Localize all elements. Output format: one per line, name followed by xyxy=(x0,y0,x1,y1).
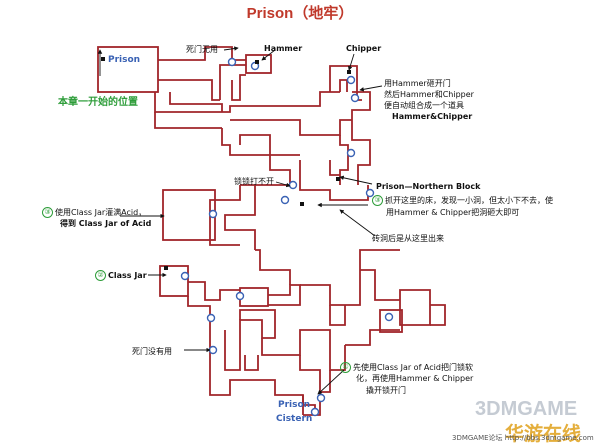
doors xyxy=(180,57,394,417)
door-circle-icon xyxy=(280,195,290,205)
footer-credit: 3DMGAME论坛 http://bbs.3dmgame.com xyxy=(452,434,594,442)
item-marker-icon xyxy=(101,57,105,61)
arrow-icon xyxy=(223,46,239,51)
door-circle-icon xyxy=(310,407,320,417)
note-hole-text1: 抓开这里的床，发现一小洞，但太小下不去，使 xyxy=(385,196,553,205)
northern-block xyxy=(299,160,369,201)
northern-block-label: Prison—Northern Block xyxy=(376,182,481,191)
item-marker-icon xyxy=(164,266,168,270)
arrow-icon xyxy=(359,85,383,92)
item-marker-icon xyxy=(336,177,340,181)
right-column xyxy=(339,135,349,185)
step4-text1: 先使用Class Jar of Acid把门锁软 xyxy=(353,363,473,372)
step4-marker: ④ xyxy=(340,362,351,373)
prison-cistern-line2: Cistern xyxy=(276,414,313,424)
watermark-cn: 华游在线 xyxy=(505,422,581,445)
step3-marker-right: ③ xyxy=(372,195,383,206)
arrow-icon xyxy=(261,49,276,61)
hammer-label: Hammer xyxy=(264,44,303,53)
watermark-brand: 3DMGAME xyxy=(475,398,577,420)
arrow-icon xyxy=(339,209,376,237)
class-jar-room xyxy=(159,265,189,297)
arrow-icon xyxy=(347,53,355,71)
dead-door-top-label: 死门无用 xyxy=(186,45,218,54)
chipper-room xyxy=(329,65,358,92)
acid-room xyxy=(162,189,216,241)
cistern-corridor xyxy=(320,370,331,393)
class-jar-label: Class Jar xyxy=(108,271,147,280)
door-circle-icon xyxy=(365,188,375,198)
center-vertical xyxy=(209,185,241,246)
door-circle-icon xyxy=(384,312,394,322)
door-circle-icon xyxy=(208,345,218,355)
step4-line2: 化，再使用Hammer & Chipper xyxy=(356,374,474,383)
step3-text1: 使用Class Jar灌满Acid， xyxy=(55,208,147,217)
door-circle-icon xyxy=(350,93,360,103)
door-circle-icon xyxy=(235,291,245,301)
page-title: Prison（地牢） xyxy=(246,5,354,22)
door-circle-icon xyxy=(346,75,356,85)
step3-marker: ③ xyxy=(42,207,53,218)
door-circle-icon xyxy=(180,271,190,281)
step3-line2: 得到 Class Jar of Acid xyxy=(60,219,152,228)
arrow-icon xyxy=(339,175,373,185)
step2-marker: ② xyxy=(95,270,106,281)
arrow-icon xyxy=(317,369,345,395)
item-markers xyxy=(101,57,351,270)
door-circle-icon xyxy=(316,393,326,403)
chipper-label: Chipper xyxy=(346,44,382,53)
pointer-arrows xyxy=(97,46,383,395)
prison-start-label: Prison xyxy=(108,55,141,65)
top-corridor xyxy=(154,91,340,113)
hammer-room xyxy=(245,54,272,74)
dead-door-bottom-label: 死门没有用 xyxy=(132,347,172,356)
door-circle-icon xyxy=(208,209,218,219)
prison-cistern-line1: Prison xyxy=(278,400,311,410)
item-marker-icon xyxy=(347,70,351,74)
door-circle-icon xyxy=(346,148,356,158)
step4-line3: 撬开锁开门 xyxy=(366,386,406,395)
lower-left-maze xyxy=(209,330,304,415)
note-hammer-line3: 便自动组合成一个道具 xyxy=(384,101,464,110)
item-marker-icon xyxy=(300,202,304,206)
note-hammer-line2: 然后Hammer和Chipper xyxy=(384,90,474,99)
door-circle-icon xyxy=(288,180,298,190)
note-hammer-line1: 用Hammer砸开门 xyxy=(384,79,451,88)
exit-here-label: 砖洞后是从这里出来 xyxy=(372,234,444,243)
right-small-room xyxy=(379,309,403,333)
item-marker-icon xyxy=(255,60,259,64)
start-room xyxy=(97,46,159,93)
arrow-icon xyxy=(275,181,291,188)
bottom-center-room xyxy=(239,287,269,307)
note-hammer-line4: Hammer&Chipper xyxy=(392,112,473,121)
door-circle-icon xyxy=(206,313,216,323)
start-position-label: 本章一开始的位置 xyxy=(58,97,138,108)
lock-cannot-open-label: 锁锁打不开 xyxy=(234,177,274,186)
note-hole-line2: 用Hammer & Chipper把洞砸大即可 xyxy=(386,208,520,217)
door-circle-icon xyxy=(227,57,237,67)
